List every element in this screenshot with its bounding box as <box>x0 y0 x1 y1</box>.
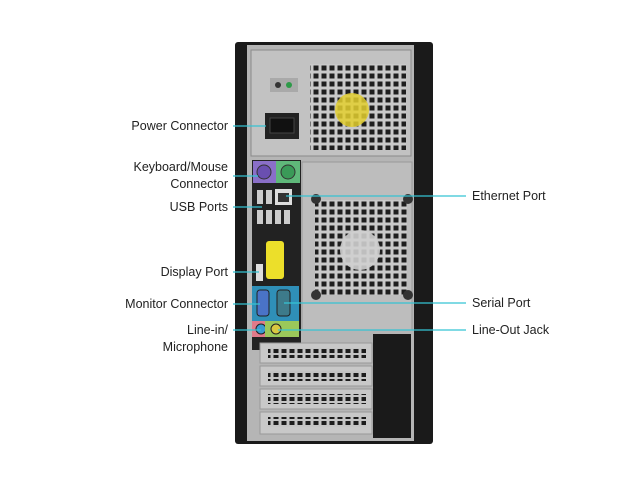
display-port <box>256 264 263 281</box>
label-line-out-jack: Line-Out Jack <box>472 323 550 337</box>
usb-port <box>266 190 272 204</box>
port-cover <box>266 241 284 279</box>
psu-indicator <box>270 78 298 92</box>
usb-port <box>266 210 272 224</box>
io-panel <box>252 160 301 350</box>
line-in-jack <box>255 323 267 335</box>
usb-port <box>275 210 281 224</box>
expansion-slots <box>259 334 411 438</box>
label-ethernet-port: Ethernet Port <box>472 189 546 203</box>
leader-lines <box>233 125 466 331</box>
line-out-jack <box>270 323 282 335</box>
label-line-in-microphone: Line-in/Microphone <box>162 323 228 354</box>
label-usb-ports: USB Ports <box>169 200 228 214</box>
usb-port <box>257 190 263 204</box>
rear-fan-label <box>340 230 380 270</box>
label-display-port: Display Port <box>160 265 228 279</box>
slot-bracket <box>373 334 411 438</box>
usb-port <box>284 210 290 224</box>
usb-port <box>257 210 263 224</box>
label-monitor-connector: Monitor Connector <box>125 297 228 311</box>
vga-port <box>256 289 270 317</box>
label-power-connector: Power Connector <box>131 119 228 133</box>
label-serial-port: Serial Port <box>472 296 531 310</box>
psu-fan-label <box>335 93 369 127</box>
power-supply <box>250 49 412 157</box>
